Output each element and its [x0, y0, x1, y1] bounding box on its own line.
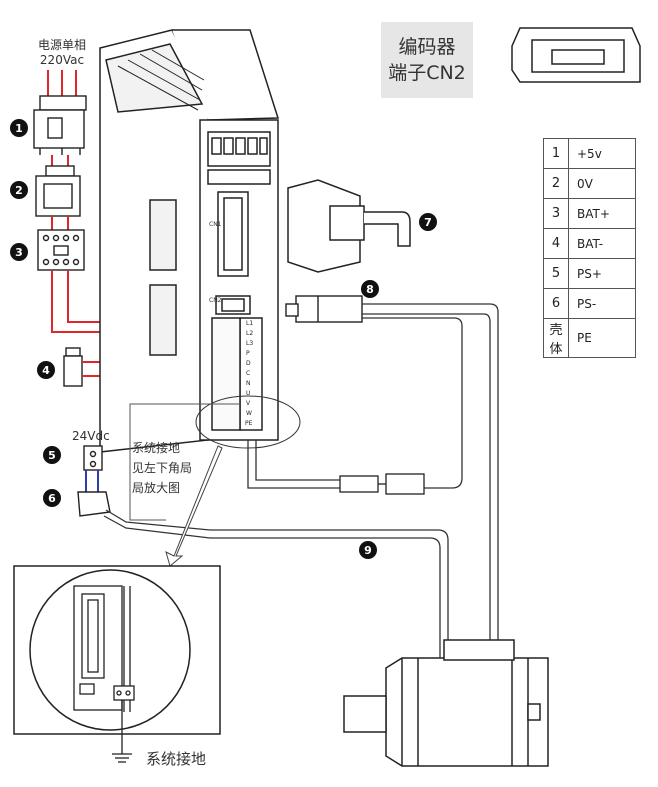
terminal-label: L2 — [246, 330, 253, 337]
pin-number: 6 — [543, 288, 569, 319]
brake-block — [77, 491, 111, 517]
svg-text:1: 1 — [15, 122, 23, 135]
power-input-wires — [47, 70, 77, 96]
marker-8: 8 — [361, 280, 379, 298]
inline-connector — [339, 473, 425, 495]
svg-text:4: 4 — [42, 364, 50, 377]
ground-zoom-inset — [13, 565, 221, 763]
encoder-cable — [362, 303, 499, 660]
servo-motor — [343, 639, 549, 767]
pin-signal: 0V — [568, 168, 636, 199]
circuit-breaker — [33, 95, 87, 155]
cn1-connector — [287, 179, 411, 273]
marker-6: 6 — [43, 489, 61, 507]
encoder-title-line1: 编码器 — [398, 36, 456, 58]
pin-number: 4 — [543, 228, 569, 259]
encoder-connector-face — [511, 27, 641, 83]
ground-label: 系统接地 — [146, 750, 206, 768]
pin-signal: BAT- — [568, 228, 636, 259]
svg-text:6: 6 — [48, 492, 56, 505]
pin-number: 5 — [543, 258, 569, 289]
pin-signal: PE — [568, 318, 636, 358]
terminal-label: N — [246, 380, 251, 387]
pin-signal: +5v — [568, 138, 636, 169]
table-row: 1+5v — [543, 138, 636, 169]
regen-resistor — [63, 347, 83, 387]
terminal-label: P — [246, 350, 250, 357]
pin-number: 3 — [543, 198, 569, 229]
dc-supply-wires — [85, 470, 99, 492]
terminal-label: U — [246, 390, 250, 397]
terminal-label: C — [246, 370, 250, 377]
zoom-arrow — [165, 445, 223, 567]
svg-text:7: 7 — [424, 216, 432, 229]
cn2-label: CN2 — [209, 297, 222, 304]
ground-note-line1: 系统接地 — [132, 440, 180, 455]
terminal-label: L3 — [246, 340, 253, 347]
ground-note-line3: 局放大图 — [132, 480, 180, 495]
filter-to-contactor-wires — [51, 216, 69, 230]
marker-1: 1 — [10, 119, 28, 137]
power-label-line2: 220Vac — [40, 53, 84, 67]
marker-9: 9 — [359, 541, 377, 559]
encoder-terminal-title: 编码器 端子CN2 — [381, 22, 473, 98]
cn1-label: CN1 — [209, 221, 222, 228]
contactor — [37, 229, 85, 271]
pin-signal: PS+ — [568, 258, 636, 289]
marker-5: 5 — [43, 446, 61, 464]
power-label-line1: 电源单相 — [38, 38, 86, 52]
terminal-label: L1 — [246, 320, 253, 327]
svg-text:8: 8 — [366, 283, 374, 296]
svg-text:3: 3 — [15, 246, 23, 259]
motor-ground-cable — [247, 317, 463, 489]
svg-text:9: 9 — [364, 544, 372, 557]
pin-signal: BAT+ — [568, 198, 636, 229]
terminal-label: V — [246, 400, 251, 407]
dc-supply-label: 24Vdc — [72, 429, 110, 443]
dc-supply-terminal — [83, 445, 103, 471]
svg-text:2: 2 — [15, 184, 23, 197]
terminal-label: PE — [245, 420, 253, 427]
terminal-label: W — [246, 410, 252, 417]
servo-drive — [99, 29, 280, 453]
pin-number: 壳体 — [543, 318, 569, 358]
pin-number: 1 — [543, 138, 569, 169]
noise-filter — [35, 165, 81, 217]
ground-note-bracket — [129, 403, 240, 521]
ground-symbol — [112, 700, 132, 763]
terminal-label: D — [246, 360, 251, 367]
encoder-title-line2: 端子CN2 — [388, 62, 466, 84]
svg-text:5: 5 — [48, 449, 56, 462]
ground-note-line2: 见左下角局 — [132, 460, 192, 475]
marker-7: 7 — [419, 213, 437, 231]
marker-2: 2 — [10, 181, 28, 199]
marker-3: 3 — [10, 243, 28, 261]
motor-power-cable — [210, 529, 449, 660]
pin-signal: PS- — [568, 288, 636, 319]
encoder-plug — [285, 295, 363, 323]
pin-number: 2 — [543, 168, 569, 199]
marker-4: 4 — [37, 361, 55, 379]
